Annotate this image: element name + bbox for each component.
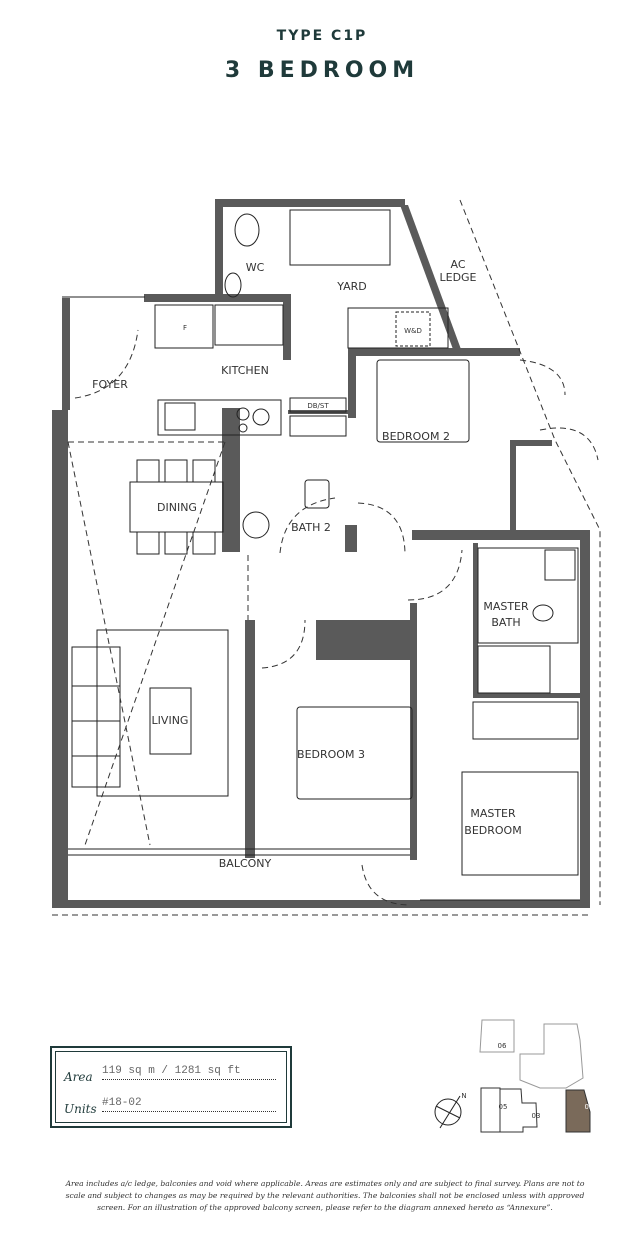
key-plan-unit-highlight bbox=[565, 1089, 591, 1133]
label-washer-dryer: W&D bbox=[404, 327, 422, 335]
label-foyer: FOYER bbox=[92, 378, 128, 391]
dashed-lines bbox=[52, 199, 601, 916]
label-bedroom-2: BEDROOM 2 bbox=[382, 430, 450, 443]
label-db-st: DB/ST bbox=[307, 402, 329, 410]
key-unit-02: 02 bbox=[585, 1103, 594, 1111]
key-unit-03: 03 bbox=[532, 1112, 541, 1120]
units-label: Units bbox=[64, 1102, 97, 1116]
north-label: N bbox=[461, 1092, 466, 1100]
label-master-bedroom: BEDROOM bbox=[464, 824, 521, 837]
label-wc: WC bbox=[246, 261, 265, 274]
room-labels: WC YARD AC LEDGE F W&D FOYER KITCHEN DB/… bbox=[92, 258, 529, 870]
key-unit-05: 05 bbox=[499, 1103, 508, 1111]
label-master-bedroom: MASTER bbox=[470, 807, 516, 820]
north-arrow-icon: N bbox=[434, 1092, 467, 1129]
area-value: 119 sq m / 1281 sq ft bbox=[102, 1065, 276, 1080]
label-kitchen: KITCHEN bbox=[221, 364, 269, 377]
walls bbox=[52, 199, 590, 908]
key-unit-06: 06 bbox=[498, 1042, 507, 1050]
label-ac-ledge: AC bbox=[450, 258, 465, 271]
label-living: LIVING bbox=[152, 714, 189, 727]
label-dining: DINING bbox=[157, 501, 197, 514]
label-bath-2: BATH 2 bbox=[291, 521, 331, 534]
fixtures bbox=[62, 209, 580, 901]
label-balcony: BALCONY bbox=[219, 857, 272, 870]
label-fridge: F bbox=[183, 324, 187, 332]
label-ac-ledge: LEDGE bbox=[439, 271, 476, 284]
label-yard: YARD bbox=[336, 280, 367, 293]
label-master-bath: BATH bbox=[491, 616, 520, 629]
label-bedroom-3: BEDROOM 3 bbox=[297, 748, 365, 761]
unit-type: TYPE C1P bbox=[276, 28, 368, 44]
unit-info-box: Area 119 sq m / 1281 sq ft Units #18-02 bbox=[50, 1046, 292, 1128]
disclaimer: Area includes a/c ledge, balconies and v… bbox=[65, 1179, 585, 1212]
page-title: 3 BEDROOM bbox=[224, 58, 420, 83]
area-label: Area bbox=[64, 1070, 93, 1084]
area-row: Area 119 sq m / 1281 sq ft bbox=[64, 1058, 276, 1084]
units-value: #18-02 bbox=[102, 1097, 276, 1112]
key-plan: 06 05 03 02 N bbox=[434, 1019, 594, 1133]
units-row: Units #18-02 bbox=[64, 1090, 276, 1116]
label-master-bath: MASTER bbox=[483, 600, 529, 613]
